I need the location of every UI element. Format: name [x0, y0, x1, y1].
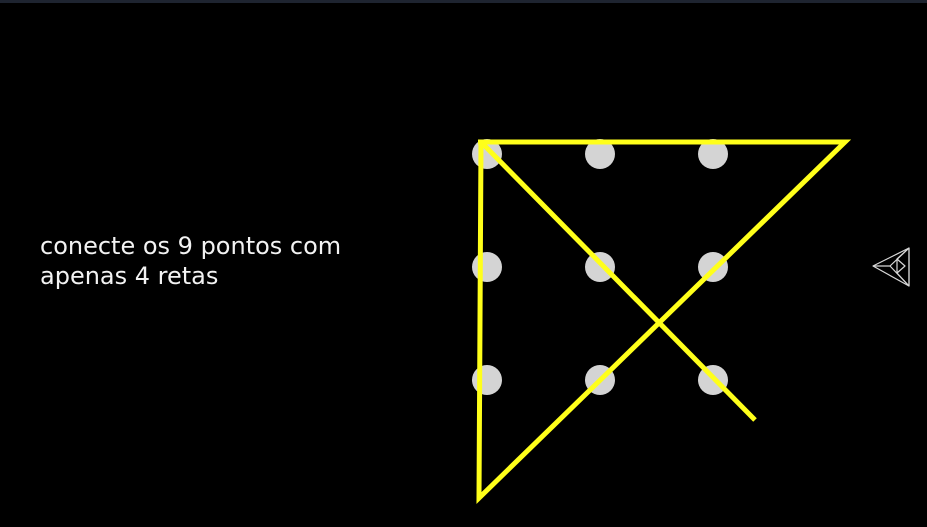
instruction-line-2: apenas 4 retas — [40, 262, 219, 290]
top-bar — [0, 0, 927, 3]
instruction-line-1: conecte os 9 pontos com — [40, 232, 342, 260]
solution-lines — [476, 139, 852, 504]
dot-5[interactable] — [585, 252, 615, 282]
dot-3[interactable] — [698, 139, 728, 169]
triangle-pointer-icon[interactable] — [870, 244, 914, 290]
solution-path-triangle — [476, 139, 852, 504]
dot-7[interactable] — [472, 365, 502, 395]
dot-4[interactable] — [472, 252, 502, 282]
dot-2[interactable] — [585, 139, 615, 169]
instruction-text: conecte os 9 pontos com apenas 4 retas — [40, 231, 341, 291]
solution-line-diagonal — [479, 140, 757, 422]
